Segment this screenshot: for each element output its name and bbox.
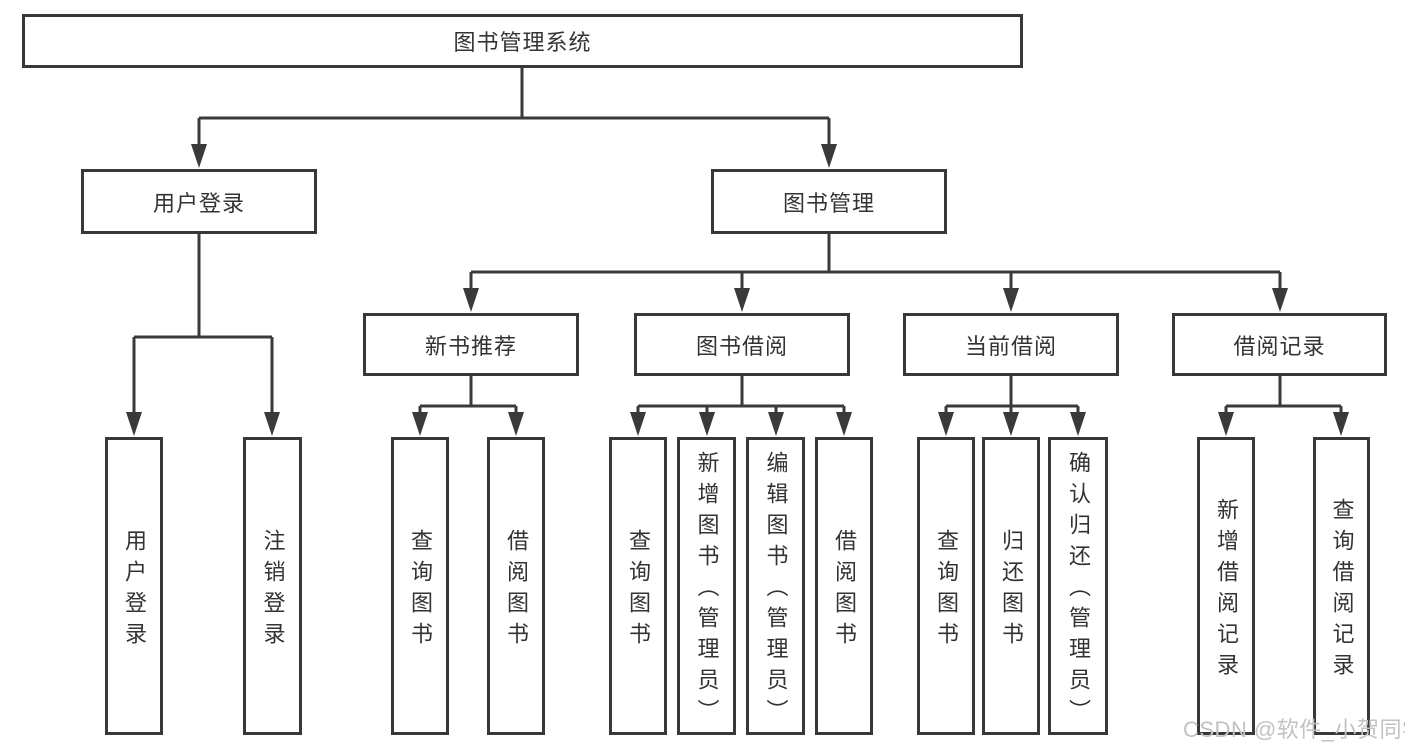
leaf-borrow-book-1-label: 借阅图书	[504, 528, 529, 653]
arrowhead	[821, 144, 837, 168]
leaf-logout-label: 注销登录	[260, 528, 286, 653]
leaf-query-borrow-record-label: 查询借阅记录	[1329, 497, 1355, 684]
arrowhead	[463, 288, 479, 312]
arrowhead	[1272, 288, 1288, 312]
leaf-confirm-return-admin: 确认归还（管理员）	[1048, 437, 1108, 735]
arrowhead	[126, 412, 142, 436]
arrowhead	[836, 412, 852, 436]
csdn-watermark: CSDN @软件_小贺同学	[1183, 717, 1405, 742]
connector-new-book-rec-children	[412, 376, 524, 436]
leaf-edit-book-admin-label: 编辑图书（管理员）	[763, 451, 789, 730]
leaf-query-book-3-label: 查询图书	[934, 528, 959, 653]
node-book-borrow: 图书借阅	[634, 313, 850, 376]
node-borrow-record-label: 借阅记录	[1233, 333, 1326, 359]
leaf-return-book-label: 归还图书	[999, 528, 1024, 653]
leaf-borrow-book-2: 借阅图书	[815, 437, 873, 735]
arrowhead	[508, 412, 524, 436]
leaf-query-book-2: 查询图书	[609, 437, 667, 735]
node-root: 图书管理系统	[22, 14, 1023, 68]
leaf-return-book: 归还图书	[982, 437, 1040, 735]
connector-borrow-record-children	[1218, 376, 1349, 436]
leaf-add-book-admin-label: 新增图书（管理员）	[694, 451, 720, 730]
arrowhead	[412, 412, 428, 436]
leaf-confirm-return-admin-label: 确认归还（管理员）	[1066, 451, 1091, 730]
leaf-add-borrow-record-label: 新增借阅记录	[1214, 497, 1239, 684]
arrowhead	[630, 412, 646, 436]
arrowhead	[768, 412, 784, 436]
leaf-user-login: 用户登录	[105, 437, 163, 735]
leaf-user-login-label: 用户登录	[122, 528, 147, 653]
leaf-borrow-book-2-label: 借阅图书	[832, 528, 857, 653]
arrowhead	[734, 288, 750, 312]
node-current-borrow-label: 当前借阅	[964, 333, 1057, 359]
arrowhead	[1003, 412, 1019, 436]
node-new-book-rec-label: 新书推荐	[424, 333, 517, 359]
node-borrow-record: 借阅记录	[1172, 313, 1387, 376]
leaf-edit-book-admin: 编辑图书（管理员）	[746, 437, 805, 735]
node-user-login: 用户登录	[81, 169, 317, 234]
arrowhead	[699, 412, 715, 436]
leaf-logout: 注销登录	[243, 437, 302, 735]
node-current-borrow: 当前借阅	[903, 313, 1119, 376]
leaf-query-book-1: 查询图书	[391, 437, 449, 735]
leaf-query-book-1-label: 查询图书	[408, 528, 433, 653]
node-book-mgmt: 图书管理	[711, 169, 947, 234]
connector-book-mgmt-children	[463, 234, 1288, 312]
arrowhead	[1070, 412, 1086, 436]
arrowhead	[1003, 288, 1019, 312]
connector-book-borrow-children	[630, 376, 852, 436]
connector-user-login-children	[126, 234, 280, 436]
node-book-mgmt-label: 图书管理	[782, 190, 875, 216]
arrowhead	[191, 144, 207, 168]
arrowhead	[264, 412, 280, 436]
node-root-label: 图书管理系统	[453, 30, 592, 55]
node-book-borrow-label: 图书借阅	[695, 333, 788, 359]
leaf-add-book-admin: 新增图书（管理员）	[677, 437, 736, 735]
leaf-query-borrow-record: 查询借阅记录	[1313, 437, 1370, 735]
leaf-add-borrow-record: 新增借阅记录	[1197, 437, 1255, 735]
connector-root-to-level2	[191, 68, 837, 168]
connector-current-borrow-children	[938, 376, 1086, 436]
node-new-book-rec: 新书推荐	[363, 313, 579, 376]
leaf-borrow-book-1: 借阅图书	[487, 437, 545, 735]
arrowhead	[938, 412, 954, 436]
node-user-login-label: 用户登录	[152, 190, 245, 216]
arrowhead	[1333, 412, 1349, 436]
leaf-query-book-3: 查询图书	[917, 437, 975, 735]
arrowhead	[1218, 412, 1234, 436]
leaf-query-book-2-label: 查询图书	[626, 528, 651, 653]
